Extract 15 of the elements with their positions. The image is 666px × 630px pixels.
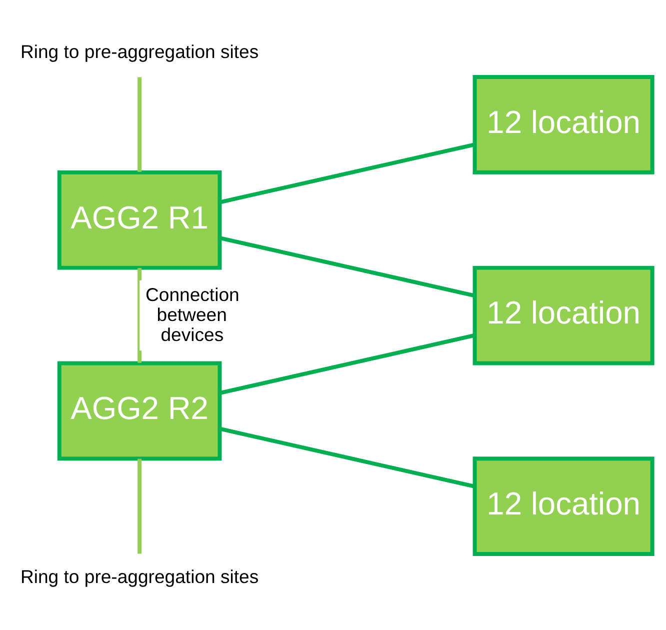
connector bbox=[220, 236, 476, 298]
node-box: AGG2 R2 bbox=[57, 360, 222, 460]
connector bbox=[138, 76, 142, 172]
edge-label: Connection between devices bbox=[146, 284, 240, 344]
node-box: 12 location bbox=[472, 456, 654, 556]
node-box: 12 location bbox=[472, 74, 654, 174]
connector bbox=[220, 426, 476, 488]
connector bbox=[138, 268, 142, 362]
connector bbox=[138, 458, 142, 554]
node-text: Ring to pre-aggregation sites bbox=[20, 40, 259, 62]
node-text: Ring to pre-aggregation sites bbox=[20, 565, 259, 586]
connector bbox=[220, 332, 476, 394]
node-box: 12 location bbox=[472, 265, 654, 365]
connector bbox=[220, 142, 476, 204]
node-box: AGG2 R1 bbox=[57, 170, 222, 270]
